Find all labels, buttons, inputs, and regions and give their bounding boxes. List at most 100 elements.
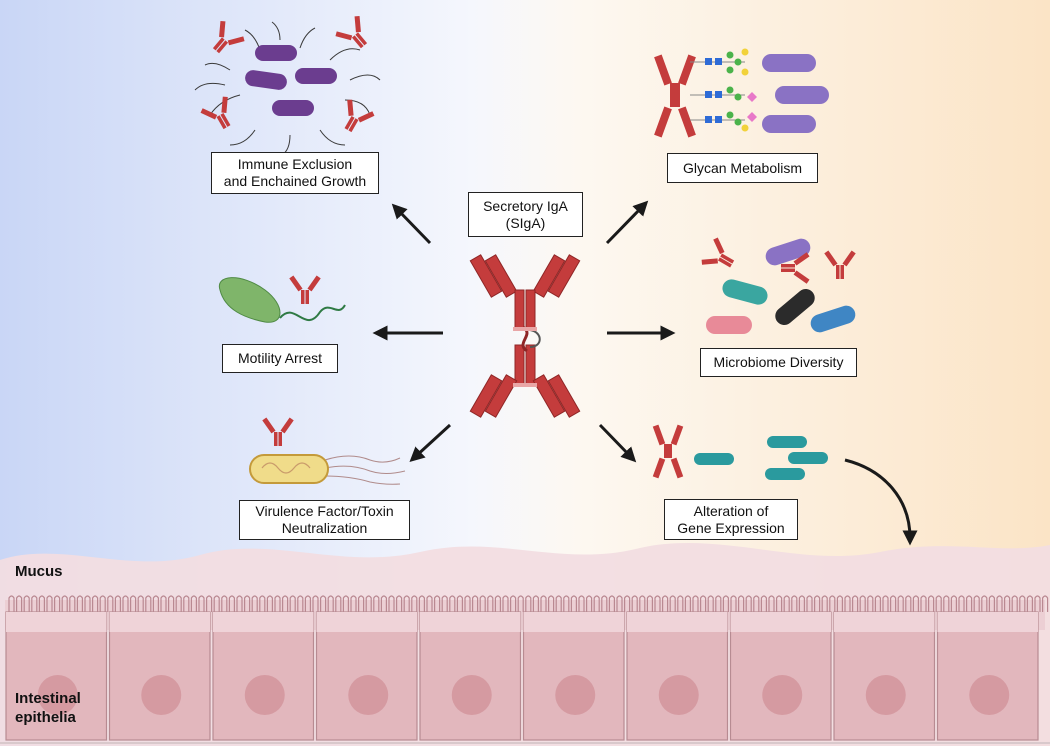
microvillus [411,595,418,612]
cell-apical-region [109,612,210,632]
microvillus [502,595,509,612]
microvillus [479,595,486,612]
microvillus [358,595,365,612]
microvillus [996,595,1003,612]
cell-nucleus [37,675,78,715]
microvillus [373,595,380,612]
microvillus [510,595,517,612]
arrow-to-mucus [844,458,918,546]
microvillus [426,595,433,612]
microvillus [730,595,737,612]
arrow-glycan [605,200,649,245]
microvillus [722,595,729,612]
arrow-virulence [409,423,452,463]
microvillus [684,595,691,612]
immune-exclusion-line2: and Enchained Growth [223,173,367,189]
microvillus [1026,595,1033,612]
glycan-icon [654,48,829,138]
microvillus [935,595,942,612]
microvillus [760,595,767,612]
microvillus [928,595,935,612]
microvillus [259,595,266,612]
microvillus [844,595,851,612]
microvillus [821,595,828,612]
microvillus [236,595,243,612]
cell-apical-region [834,612,935,632]
microvillus [487,595,494,612]
microvillus [221,595,228,612]
microvillus [798,595,805,612]
cell-nucleus [969,675,1010,715]
microvillus [8,595,15,612]
microvillus [107,595,114,612]
microvillus [738,595,745,612]
microvillus [304,595,311,612]
microvillus [350,595,357,612]
cell-nucleus [244,675,285,715]
microvillus [206,595,213,612]
microvillus [114,595,121,612]
microvillus [555,595,562,612]
cell-nucleus [451,675,492,715]
microvillus [920,595,927,612]
arrow-immune-exclusion [391,203,432,245]
microvillus [1034,595,1041,612]
cell-apical-region [316,612,417,632]
microvillus [669,595,676,612]
microvillus [388,595,395,612]
microvillus [335,595,342,612]
microvillus [776,595,783,612]
microvillus [631,595,638,612]
microvillus [874,595,881,612]
microvillus [38,595,45,612]
microvillus [92,595,99,612]
microvillus [814,595,821,612]
microvillus [152,595,159,612]
microvillus [418,595,425,612]
microvillus [791,595,798,612]
microvillus [297,595,304,612]
neutralized-pathogen-icon [249,417,406,485]
microvillus [137,595,144,612]
gene-line1: Alteration of [693,502,769,519]
microvillus [593,595,600,612]
mucus-label: Mucus [15,563,63,580]
microvillus [342,595,349,612]
cell-nucleus [762,675,803,715]
microvillus [897,595,904,612]
microvillus [912,595,919,612]
cell-apical-region [627,612,728,632]
cell-apical-region [420,612,521,632]
microvillus [532,595,539,612]
microvillus [31,595,38,612]
microvillus [312,595,319,612]
microvillus [183,595,190,612]
microvillus [16,595,23,612]
arrows [372,200,918,546]
microvillus [639,595,646,612]
cell-apical-region [213,612,314,632]
microvillus [525,595,532,612]
microvillus [23,595,30,612]
cell-nucleus [555,675,596,715]
cell-apical-region [730,612,831,632]
agglutinated-bacteria-icon [194,13,381,156]
microvillus [988,595,995,612]
siga-line2: (SIgA) [505,214,546,231]
microvillus [456,595,463,612]
microvillus [859,595,866,612]
microvillus [867,595,874,612]
microvillus [274,595,281,612]
microvillus [578,595,585,612]
microvillus [700,595,707,612]
microvillus [84,595,91,612]
cell-apical-region [6,612,107,632]
cell-nucleus [348,675,389,715]
microvillus [836,595,843,612]
glycan-line1: Glycan Metabolism [682,159,803,176]
microvillus [973,595,980,612]
microvillus [145,595,152,612]
microvillus [806,595,813,612]
microvillus [54,595,61,612]
glycan-metabolism-label: Glycan Metabolism [667,153,818,183]
